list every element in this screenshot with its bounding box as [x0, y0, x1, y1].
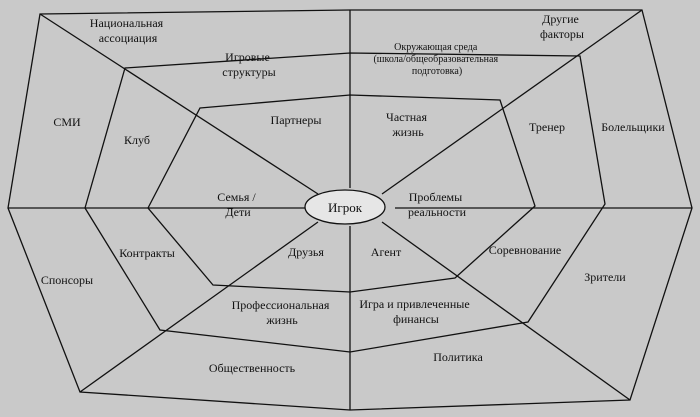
player-node [304, 189, 386, 225]
label-private-life: Частная жизнь [386, 110, 430, 139]
spoke-nw [39, 13, 319, 195]
label-media: СМИ [53, 115, 81, 129]
spoke-ne [381, 9, 643, 195]
label-politics: Политика [433, 350, 483, 364]
label-sponsors: Спонсоры [41, 273, 93, 287]
label-spectators: Зрители [584, 270, 626, 284]
label-other-factors: Другие факторы [540, 12, 584, 41]
label-environment: Окружающая среда (школа/общеобразователь… [373, 42, 500, 77]
label-game-finance: Игра и привлеченные финансы [359, 297, 472, 326]
label-coach: Тренер [529, 120, 565, 134]
ring-3 [147, 94, 536, 293]
ring-2 [84, 52, 606, 353]
spoke-sw [79, 221, 319, 393]
label-reality-problems: Проблемы реальности [408, 190, 467, 219]
label-family: Семья / Дети [217, 190, 258, 219]
label-friends: Друзья [288, 245, 324, 259]
label-partners: Партнеры [271, 113, 322, 127]
label-game-structures: Игровые структуры [222, 50, 275, 79]
label-national-association: Национальная ассоциация [90, 16, 166, 45]
label-club: Клуб [124, 133, 150, 147]
label-competition: Соревнование [489, 243, 561, 257]
label-contracts: Контракты [119, 246, 175, 260]
label-public: Общественность [209, 361, 296, 375]
label-professional-life: Профессиональная жизнь [232, 298, 333, 327]
label-fans: Болельщики [601, 120, 665, 134]
spoke-se [381, 221, 631, 401]
label-agent: Агент [371, 245, 402, 259]
player-label: Игрок [328, 200, 363, 215]
